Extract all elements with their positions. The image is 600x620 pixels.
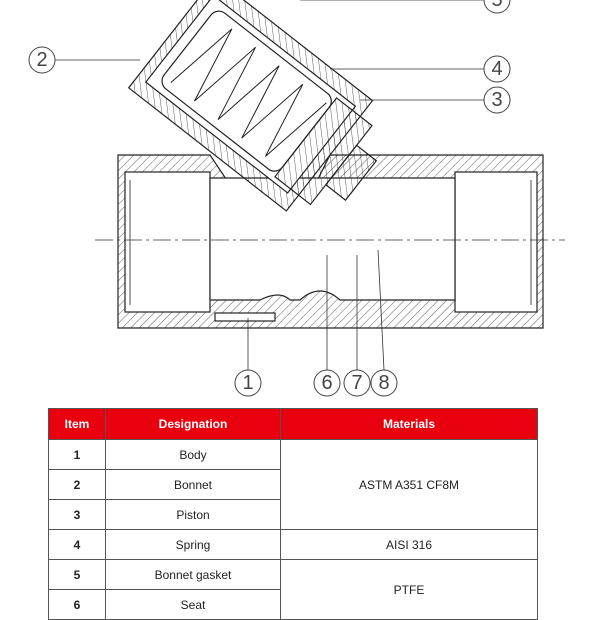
table-row: 4 Spring AISI 316 [48, 529, 538, 560]
item-number: 2 [48, 469, 106, 500]
table-header-row: Item Designation Materials [48, 408, 538, 440]
bonnet-assembly [127, 0, 378, 212]
svg-text:1: 1 [242, 372, 253, 394]
item-number: 4 [48, 529, 106, 560]
materials-table: Item Designation Materials 1 Body ASTM A… [48, 408, 538, 620]
svg-text:5: 5 [491, 0, 502, 11]
valve-body [117, 154, 544, 329]
callout-1: 1 [234, 369, 262, 397]
table-row: 5 Bonnet gasket PTFE [48, 559, 538, 620]
designation: Body [105, 439, 281, 470]
table-row: 1 Body ASTM A351 CF8M [48, 439, 538, 530]
valve-cross-section-drawing: 2 5 4 3 1 6 7 8 [28, 0, 565, 397]
designation: Spring [105, 529, 281, 560]
material: AISI 316 [280, 529, 538, 560]
header-item: Item [48, 408, 106, 440]
callout-7: 7 [343, 369, 371, 397]
designation: Bonnet gasket [105, 559, 281, 590]
leader-lines [55, 0, 484, 371]
svg-text:7: 7 [351, 372, 362, 394]
material: PTFE [280, 559, 538, 620]
callout-4: 4 [483, 55, 511, 83]
callout-3: 3 [483, 86, 511, 114]
item-number: 3 [48, 499, 106, 530]
item-number: 5 [48, 559, 106, 590]
svg-text:4: 4 [491, 58, 502, 80]
spring [170, 28, 327, 157]
svg-text:2: 2 [36, 49, 47, 71]
callout-5: 5 [483, 0, 511, 14]
table-row: 2 Bonnet [48, 469, 538, 500]
item-number: 6 [48, 589, 106, 620]
designation: Piston [105, 499, 281, 530]
material: ASTM A351 CF8M [280, 439, 538, 530]
svg-text:3: 3 [491, 89, 502, 111]
callout-2: 2 [28, 46, 56, 74]
designation: Seat [105, 589, 281, 620]
item-number: 1 [48, 439, 106, 470]
header-materials: Materials [280, 408, 538, 440]
svg-text:8: 8 [378, 372, 389, 394]
svg-text:6: 6 [321, 372, 332, 394]
callout-8: 8 [370, 369, 398, 397]
designation: Bonnet [105, 469, 281, 500]
callout-6: 6 [313, 369, 341, 397]
header-designation: Designation [105, 408, 281, 440]
